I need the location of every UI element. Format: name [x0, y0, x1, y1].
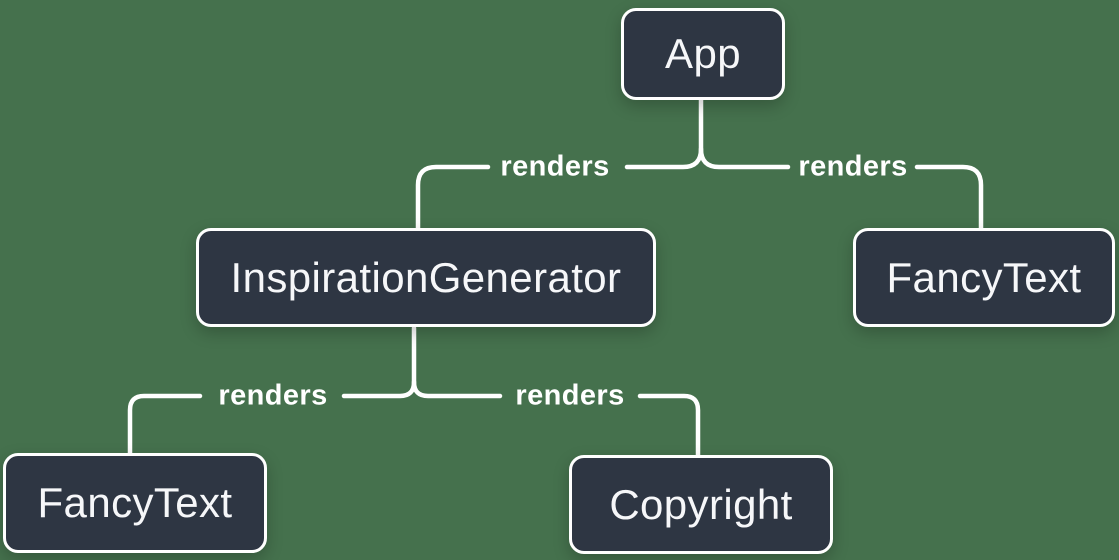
- node-fancy-text-left: FancyText: [3, 453, 267, 553]
- node-app: App: [621, 8, 785, 100]
- node-fancy-text-right-label: FancyText: [886, 253, 1082, 301]
- edge-label-renders: renders: [500, 150, 610, 183]
- node-copyright: Copyright: [569, 455, 833, 554]
- node-app-label: App: [665, 30, 741, 77]
- node-fancy-text-left-label: FancyText: [37, 479, 233, 526]
- edge-label-renders: renders: [798, 150, 908, 183]
- node-copyright-label: Copyright: [609, 480, 793, 528]
- edge-label-renders: renders: [515, 379, 625, 412]
- node-inspiration-generator: InspirationGenerator: [196, 228, 656, 327]
- node-fancy-text-right: FancyText: [853, 228, 1115, 327]
- node-inspiration-generator-label: InspirationGenerator: [230, 253, 622, 301]
- edge-label-renders: renders: [218, 379, 328, 412]
